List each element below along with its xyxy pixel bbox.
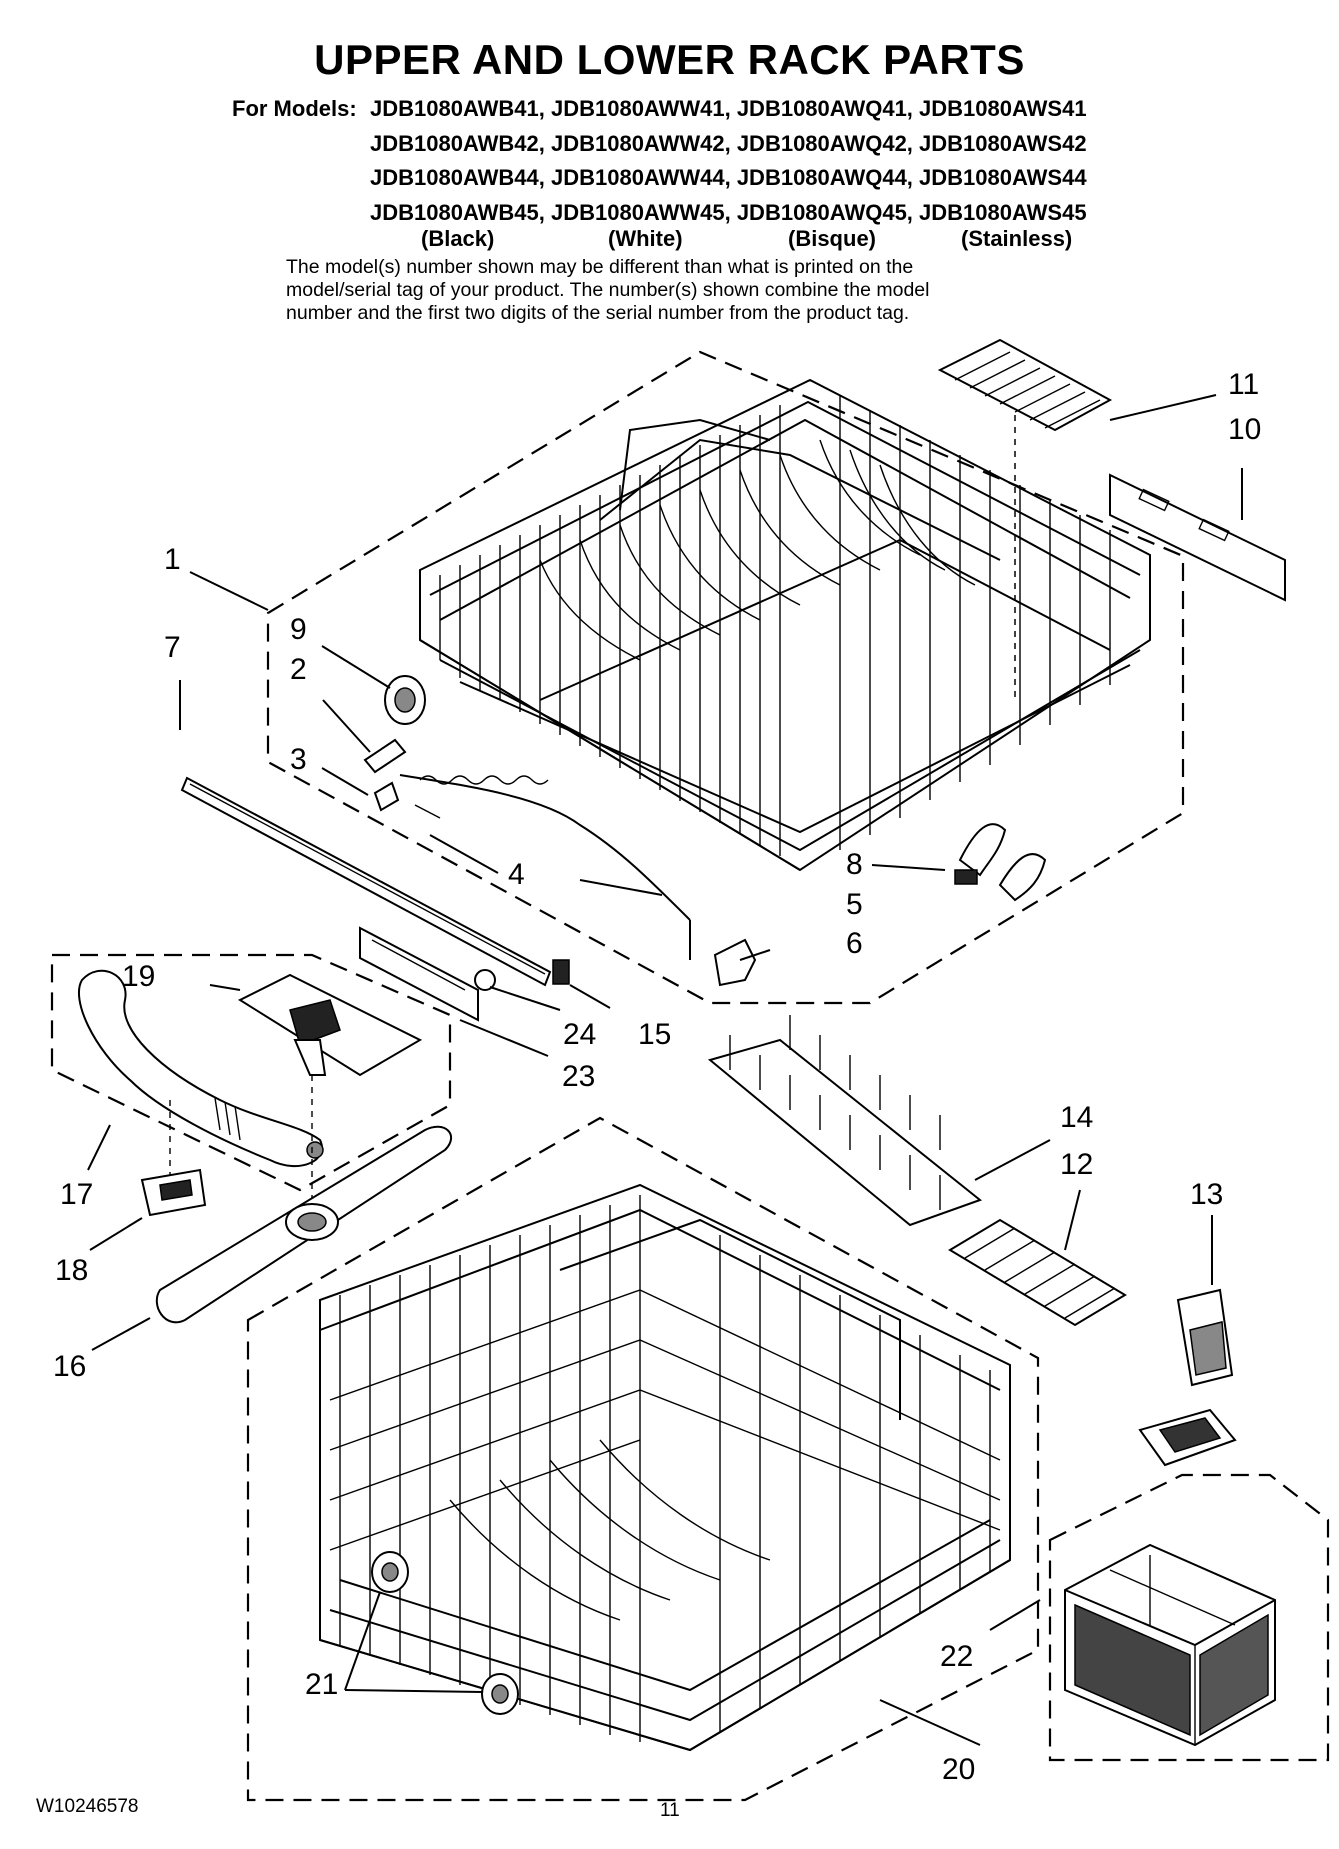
callout-6: 6: [846, 927, 863, 960]
callout-21: 21: [305, 1668, 339, 1701]
part-10-rack-rail: [1109, 473, 1286, 602]
callout-16: 16: [53, 1350, 87, 1383]
part-4-spacer: [414, 804, 441, 819]
callout-4: 4: [508, 858, 525, 891]
note-line: number and the first two digits of the s…: [286, 302, 910, 324]
note-line: model/serial tag of your product. The nu…: [286, 279, 930, 301]
part-23-manifold: [359, 926, 479, 1022]
page-title: UPPER AND LOWER RACK PARTS: [314, 36, 1025, 83]
callout-17: 17: [60, 1178, 94, 1211]
callout-20: 20: [942, 1753, 976, 1786]
part-7-rack-track: [180, 776, 552, 987]
part-12-lower-tine: [948, 1218, 1127, 1327]
callout-23: 23: [562, 1060, 596, 1093]
part-19-spray-arm-mount: [237, 973, 423, 1077]
part-2-clip: [363, 738, 407, 774]
part-3-pin: [373, 781, 400, 812]
model-row: JDB1080AWB45, JDB1080AWW45, JDB1080AWQ45…: [232, 196, 1087, 231]
callout-19: 19: [122, 960, 156, 993]
callout-5: 5: [846, 888, 863, 921]
model-numbers: JDB1080AWB42, JDB1080AWW42, JDB1080AWQ42…: [370, 130, 1087, 156]
model-numbers: JDB1080AWB45, JDB1080AWW45, JDB1080AWQ45…: [370, 199, 1087, 225]
callout-22: 22: [940, 1640, 974, 1673]
callout-24: 24: [563, 1018, 597, 1051]
part-11-tine-assembly: [937, 338, 1113, 700]
model-row: For Models: JDB1080AWB41, JDB1080AWW41, J…: [232, 92, 1087, 127]
part-22-silverware-basket: [1064, 1543, 1276, 1747]
upper-rack-group-outline: [266, 350, 1185, 1005]
part-5-adjuster-wire: [399, 774, 691, 960]
part-21-rack-wheel: [371, 1551, 519, 1715]
callout-8: 8: [846, 848, 863, 881]
lower-rack-basket: [319, 1183, 1011, 1752]
part-9-rack-wheel: [384, 675, 426, 725]
note-line: The model(s) number shown may be differe…: [286, 256, 914, 278]
callout-9: 9: [290, 613, 307, 646]
color-label-stainless: (Stainless): [961, 226, 1073, 251]
callout-18: 18: [55, 1254, 89, 1287]
part-13-basket-handle: [1176, 1288, 1234, 1387]
part-14-lower-tine-assembly: [707, 1015, 983, 1227]
models-prefix: For Models:: [232, 96, 357, 121]
upper-rack-basket: [419, 378, 1151, 872]
spray-arm-group-outline: [50, 953, 452, 1192]
callout-1: 1: [164, 543, 181, 576]
color-label-bisque: (Bisque): [788, 226, 876, 251]
document-number: W10246578: [36, 1796, 139, 1817]
part-24-seal: [474, 969, 496, 991]
callout-15: 15: [638, 1018, 672, 1051]
part-17-feed-tube: [77, 969, 324, 1168]
part-18-bracket: [140, 1168, 207, 1217]
model-row: JDB1080AWB42, JDB1080AWW42, JDB1080AWQ42…: [232, 127, 1087, 162]
color-label-black: (Black): [421, 226, 495, 251]
model-list: For Models: JDB1080AWB41, JDB1080AWW41, J…: [232, 92, 1087, 230]
callout-12: 12: [1060, 1148, 1094, 1181]
lower-rack-group-outline: [246, 1116, 1040, 1802]
basket-group-outline: [1048, 1473, 1330, 1762]
callout-7: 7: [164, 631, 181, 664]
callout-11: 11: [1228, 368, 1260, 401]
model-numbers: JDB1080AWB44, JDB1080AWW44, JDB1080AWQ44…: [370, 165, 1087, 190]
basket-lid: [1138, 1408, 1237, 1467]
model-row: JDB1080AWB44, JDB1080AWW44, JDB1080AWQ44…: [232, 161, 1087, 196]
part-8-clip: [954, 823, 1047, 902]
callout-10: 10: [1228, 413, 1262, 446]
model-numbers: JDB1080AWB41, JDB1080AWW41, JDB1080AWQ41…: [370, 96, 1087, 121]
leader-lines: [87, 394, 1243, 1746]
page-number: 11: [660, 1800, 680, 1821]
color-label-white: (White): [608, 226, 683, 251]
callout-14: 14: [1060, 1101, 1094, 1134]
callout-2: 2: [290, 653, 307, 686]
callout-13: 13: [1190, 1178, 1224, 1211]
part-16-lower-spray-arm: [155, 1125, 452, 1324]
callout-3: 3: [290, 743, 307, 776]
model-note: The model(s) number shown may be differe…: [286, 256, 1186, 325]
part-6-end-cap: [713, 938, 757, 987]
part-15-stop: [552, 959, 570, 985]
